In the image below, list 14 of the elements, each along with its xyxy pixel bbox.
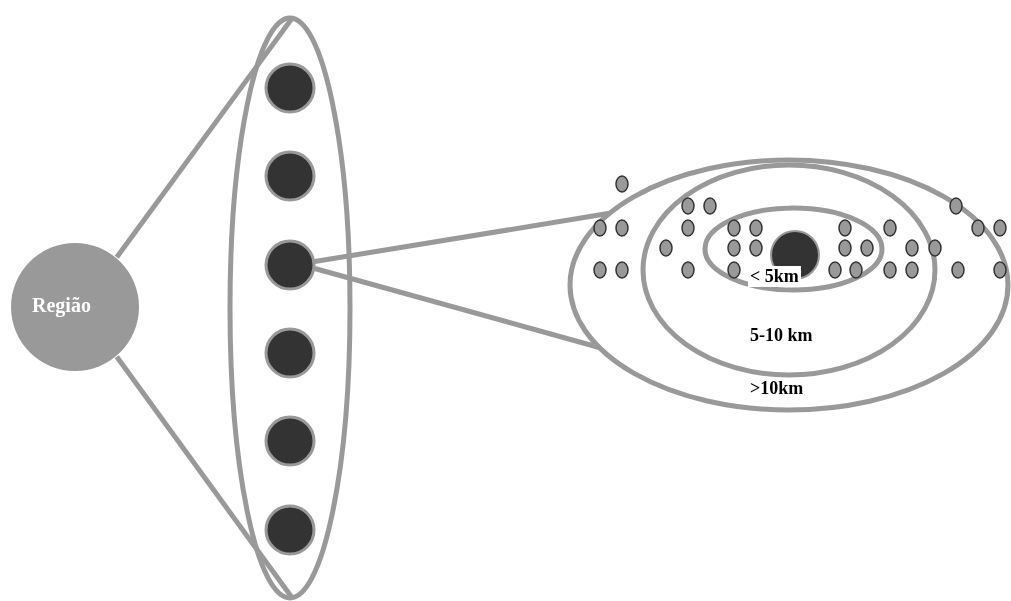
location-circle [265,63,315,113]
connector-line [314,266,600,350]
connector-line [314,210,610,264]
location-circle [265,416,315,466]
outer-ring [570,160,1008,410]
region-circle [10,242,140,372]
location-circle [265,240,315,290]
region-label: Região [32,294,91,317]
cluster-ellipse [230,18,350,598]
location-circle [265,151,315,201]
middle-ring [643,165,935,375]
distance-label: < 5km [748,266,801,287]
location-circle [265,328,315,378]
location-circle [265,505,315,555]
